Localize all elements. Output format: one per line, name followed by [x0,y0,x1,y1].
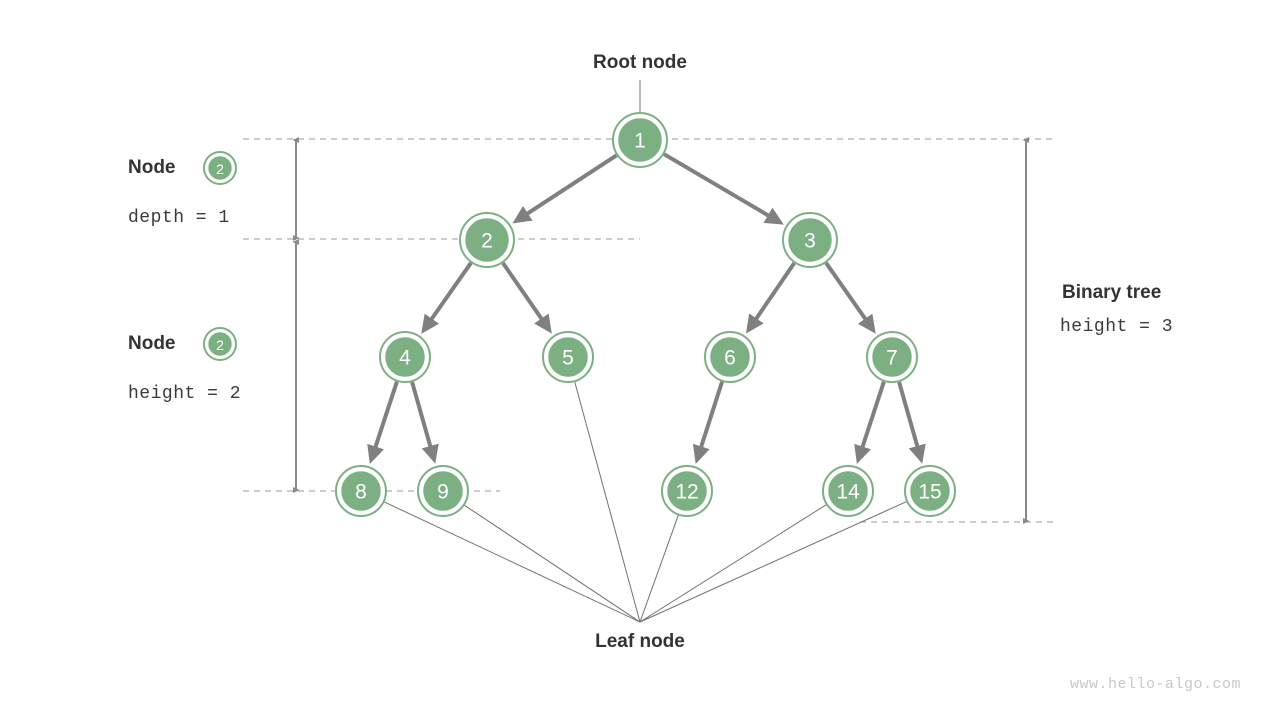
node-value-label: 15 [918,481,941,504]
tree-node-3[interactable]: 3 [782,212,838,268]
leaf-node-label: Leaf node [595,631,685,652]
annotation-node-depth-title: Node [128,157,176,178]
annotation-tree-height-title: Binary tree [1062,282,1162,303]
annotation-badges-group: 22 [203,151,237,361]
tree-node-5[interactable]: 5 [542,331,594,383]
node-fill [664,468,710,514]
dimension-arrows-group [292,137,1030,524]
watermark-text: www.hello-algo.com [1070,676,1242,693]
tree-node-2[interactable]: 2 [459,212,515,268]
leaf-leader-line-n5 [574,381,641,623]
node-value-label: 5 [562,347,574,370]
node-fill [707,334,753,380]
tree-edge-n1-to-n3 [663,152,784,225]
node-fill [338,468,384,514]
node-value-label: 2 [481,230,493,253]
tree-edge-n1-to-n2 [512,153,618,224]
tree-edge-n7-to-n15 [897,381,926,464]
node-fill [462,215,512,265]
leaf-leader-line-n8 [384,501,641,623]
node-fill [907,468,953,514]
guide-lines-group [243,138,1056,523]
node-value-label: 1 [634,130,646,153]
node-fill [382,334,428,380]
node-value-label: 3 [804,230,816,253]
node-value-label: 14 [836,481,860,504]
node-fill [825,468,871,514]
tree-edge-n4-to-n9 [410,381,439,464]
tree-edge-n2-to-n4 [421,261,473,334]
leaf-leader-line-n9 [464,504,641,623]
badge-fill [205,153,235,183]
annotation-badge-1: 2 [203,327,237,361]
node-fill [869,334,915,380]
leaf-leader-lines-group [384,80,907,623]
node-value-label: 12 [675,481,698,504]
annotation-badge-0: 2 [203,151,237,185]
tree-node-15[interactable]: 15 [904,465,956,517]
annotation-node-height-value: height = 2 [128,384,242,404]
node-value-label: 6 [724,347,736,370]
node-value-label: 4 [399,347,411,370]
tree-node-4[interactable]: 4 [379,331,431,383]
node-value-label: 9 [437,481,449,504]
annotation-node-depth-value: depth = 1 [128,208,230,228]
badge-value-label: 2 [216,161,224,177]
node-fill [615,115,665,165]
leaf-leader-line-n12 [639,515,679,623]
tree-node-12[interactable]: 12 [661,465,713,517]
tree-edge-n3-to-n7 [824,261,876,334]
leaf-leader-line-n15 [639,501,907,623]
annotation-tree-height-value: height = 3 [1060,317,1174,337]
node-value-label: 8 [355,481,367,504]
tree-edge-n2-to-n5 [501,261,552,334]
node-fill [545,334,591,380]
tree-edge-n3-to-n6 [746,261,796,334]
tree-node-9[interactable]: 9 [417,465,469,517]
tree-edges-group [367,152,926,465]
tree-node-1[interactable]: 1 [612,112,668,168]
root-node-label: Root node [593,52,687,73]
annotation-node-height-title: Node [128,333,176,354]
leaf-leader-line-n14 [639,504,827,623]
node-fill [420,468,466,514]
tree-edge-n6-to-n12 [692,381,724,464]
badge-value-label: 2 [216,337,224,353]
node-fill [785,215,835,265]
tree-node-14[interactable]: 14 [822,465,874,517]
tree-node-7[interactable]: 7 [866,331,918,383]
node-value-label: 7 [886,347,898,370]
badge-fill [205,329,235,359]
tree-edge-n4-to-n8 [367,381,399,465]
tree-node-6[interactable]: 6 [704,331,756,383]
tree-node-8[interactable]: 8 [335,465,387,517]
tree-edge-n7-to-n14 [854,381,886,465]
